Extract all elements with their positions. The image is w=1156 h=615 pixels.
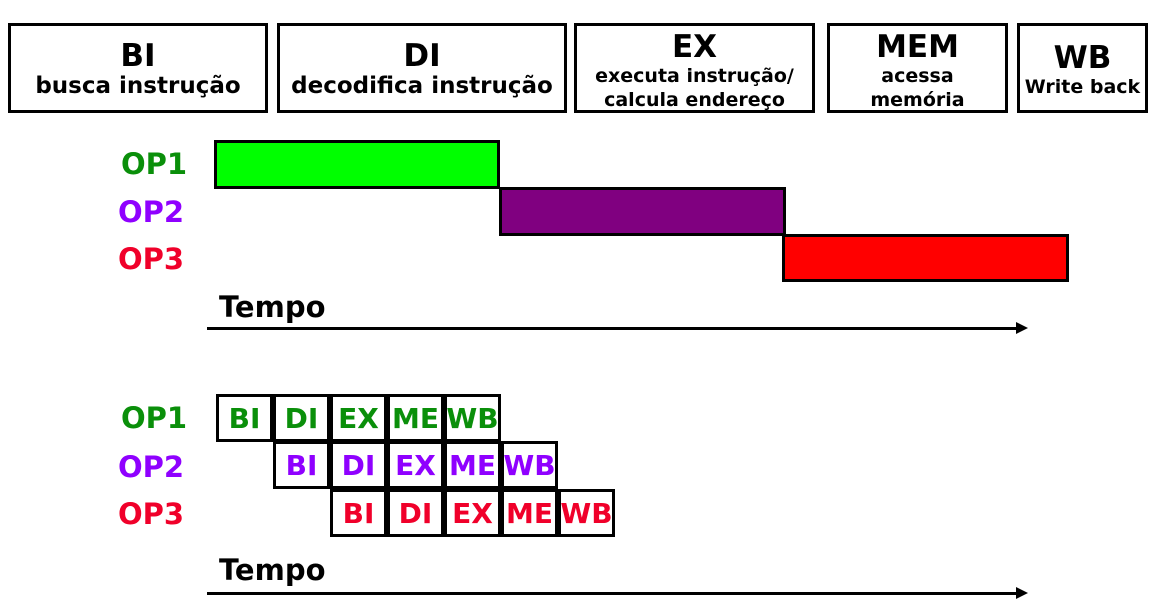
pipe-op1-bi-cell: BI [216,394,273,442]
stage-box-di: DI decodifica instrução [277,23,567,113]
pipe-op3-me-cell: ME [501,489,558,537]
stage-box-mem: MEM acessa memória [827,23,1008,113]
seq-time-axis [207,327,1017,330]
stage-description: executa instrução/ [595,65,794,87]
seq-op3-bar [782,234,1069,282]
stage-box-bi: BI busca instrução [8,23,268,113]
pipe-time-label: Tempo [219,553,326,587]
stage-box-wb: WB Write back [1017,23,1148,113]
stage-description: calcula endereço [604,89,785,111]
pipe-time-axis [207,592,1017,595]
pipe-op2-ex-cell: EX [387,441,444,489]
pipe-op1-ex-cell: EX [330,394,387,442]
stage-description: acessa [881,65,954,87]
pipe-op2-wb-cell: WB [501,441,558,489]
seq-op2-bar [499,187,786,236]
pipe-op3-wb-cell: WB [558,489,615,537]
stage-description: busca instrução [35,73,241,99]
pipe-op1-label: OP1 [121,401,188,435]
stage-description: Write back [1024,76,1141,98]
stage-abbr: WB [1053,40,1112,76]
pipe-op1-me-cell: ME [387,394,444,442]
pipe-op3-label: OP3 [118,497,185,531]
pipe-op2-label: OP2 [118,450,185,484]
pipe-op2-me-cell: ME [444,441,501,489]
stage-abbr: DI [403,38,441,74]
stage-abbr: EX [671,29,718,65]
seq-op1-bar [214,140,500,189]
stage-abbr: BI [120,38,156,74]
stage-box-ex: EX executa instrução/ calcula endereço [574,23,815,113]
pipe-op3-di-cell: DI [387,489,444,537]
pipe-op1-wb-cell: WB [444,394,501,442]
seq-time-arrowhead [1016,322,1028,334]
stage-description: decodifica instrução [291,73,553,99]
seq-time-label: Tempo [219,290,326,324]
pipe-op3-bi-cell: BI [330,489,387,537]
pipe-time-arrowhead [1016,587,1028,599]
pipe-op2-bi-cell: BI [273,441,330,489]
stage-description: memória [870,89,965,111]
seq-op1-label: OP1 [121,147,188,181]
stage-abbr: MEM [876,29,959,65]
seq-op2-label: OP2 [118,195,185,229]
pipe-op2-di-cell: DI [330,441,387,489]
pipe-op3-ex-cell: EX [444,489,501,537]
seq-op3-label: OP3 [118,242,185,276]
pipe-op1-di-cell: DI [273,394,330,442]
